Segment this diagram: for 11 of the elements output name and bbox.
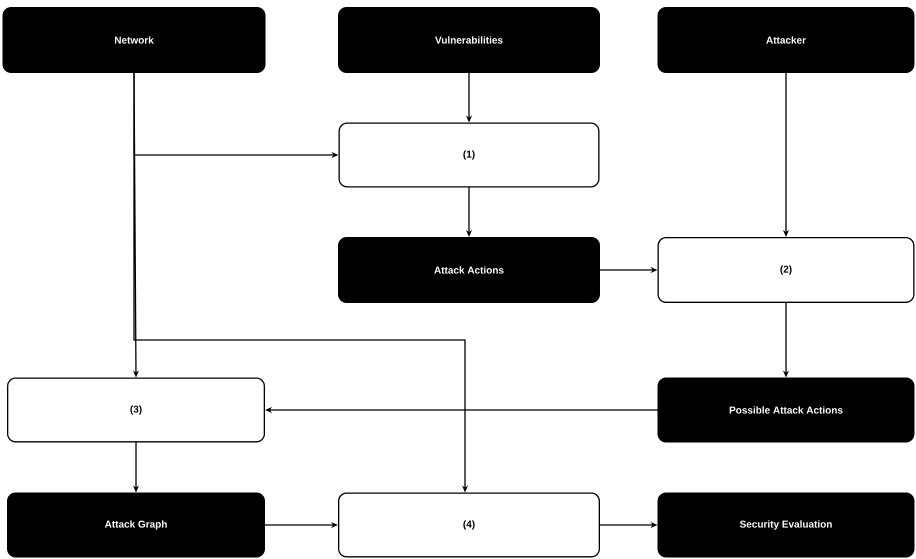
process-box: (3) bbox=[7, 378, 265, 442]
process-box: Attack Graph bbox=[7, 492, 265, 558]
process-box: (2) bbox=[658, 236, 914, 303]
process-box: Attack Actions bbox=[338, 236, 600, 303]
process-box: Security Evaluation bbox=[658, 492, 914, 558]
process-box: Vulnerabilities bbox=[338, 6, 600, 73]
process-box: Network bbox=[2, 6, 266, 73]
process-box: Possible Attack Actions bbox=[658, 378, 914, 442]
process-box: (4) bbox=[338, 492, 600, 558]
process-box: Attacker bbox=[658, 6, 914, 73]
process-box: (1) bbox=[338, 122, 600, 188]
